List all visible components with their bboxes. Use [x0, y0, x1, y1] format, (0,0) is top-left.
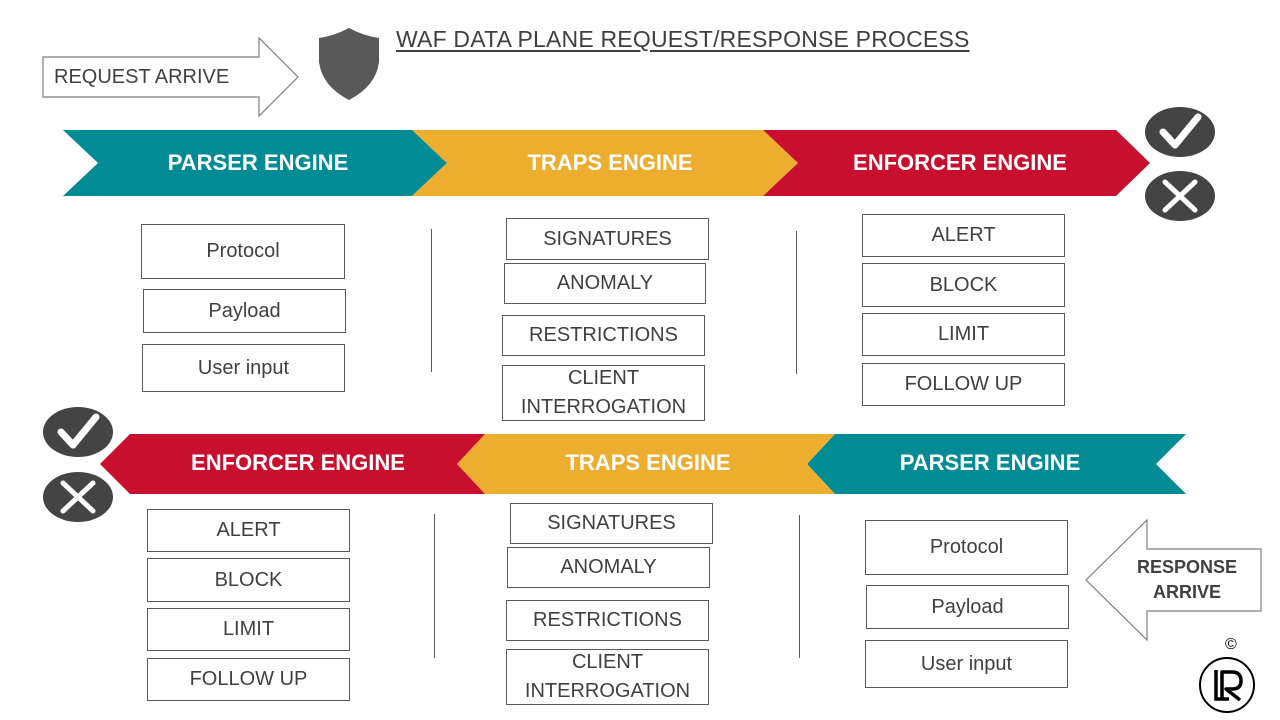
divider	[796, 231, 797, 374]
response-traps-chevron	[457, 434, 835, 494]
copyright-symbol: ©	[1225, 636, 1237, 653]
check-icon	[1145, 107, 1215, 157]
divider	[434, 514, 435, 658]
request-enforcer-item: BLOCK	[862, 263, 1065, 307]
response-parser-item: User input	[865, 640, 1068, 688]
response-enforcer-item: FOLLOW UP	[147, 658, 350, 701]
request-parser-item: User input	[142, 344, 345, 392]
request-enforcer-item: FOLLOW UP	[862, 363, 1065, 406]
response-enforcer-chevron	[100, 434, 485, 494]
request-arrow-shape	[42, 36, 299, 118]
request-traps-item: ANOMALY	[504, 263, 706, 304]
divider	[799, 515, 800, 658]
response-enforcer-item: BLOCK	[147, 558, 350, 602]
response-traps-item: RESTRICTIONS	[506, 600, 709, 641]
shield-icon	[319, 28, 379, 100]
response-traps-item: ANOMALY	[507, 547, 710, 588]
check-icon	[43, 407, 113, 457]
request-parser-chevron	[63, 130, 447, 196]
request-parser-item: Payload	[143, 289, 346, 333]
response-enforcer-engine-label: ENFORCER ENGINE	[191, 450, 405, 475]
response-enforcer-item: ALERT	[147, 509, 350, 552]
request-parser-engine-label: PARSER ENGINE	[167, 150, 349, 175]
response-traps-item: CLIENT INTERROGATION	[506, 649, 709, 705]
response-arrive-label: RESPONSE ARRIVE	[1128, 555, 1246, 605]
response-arrive-line2: ARRIVE	[1152, 582, 1221, 602]
request-arrive-label: REQUEST ARRIVE	[54, 66, 230, 88]
request-enforcer-item: LIMIT	[862, 313, 1065, 356]
response-enforcer-item: LIMIT	[147, 608, 350, 651]
response-parser-item: Payload	[866, 585, 1069, 629]
request-enforcer-engine-label: ENFORCER ENGINE	[853, 150, 1067, 175]
response-parser-engine-label: PARSER ENGINE	[899, 450, 1081, 475]
request-traps-item: SIGNATURES	[506, 218, 709, 260]
request-traps-item: RESTRICTIONS	[502, 315, 705, 356]
request-traps-chevron	[412, 130, 798, 196]
response-arrive-line1: RESPONSE	[1136, 557, 1238, 577]
response-parser-item: Protocol	[865, 520, 1068, 575]
response-traps-item: SIGNATURES	[510, 503, 713, 544]
request-traps-engine-label: TRAPS ENGINE	[527, 150, 693, 175]
response-arrow-shape	[1085, 518, 1262, 642]
logo-icon	[1199, 657, 1255, 713]
request-enforcer-item: ALERT	[862, 214, 1065, 257]
response-traps-engine-label: TRAPS ENGINE	[565, 450, 731, 475]
request-traps-item: CLIENT INTERROGATION	[502, 365, 705, 421]
response-parser-chevron	[807, 434, 1186, 494]
page-title: WAF DATA PLANE REQUEST/RESPONSE PROCESS	[396, 26, 970, 52]
divider	[431, 229, 432, 372]
request-enforcer-chevron	[763, 130, 1150, 196]
request-parser-item: Protocol	[141, 224, 345, 279]
